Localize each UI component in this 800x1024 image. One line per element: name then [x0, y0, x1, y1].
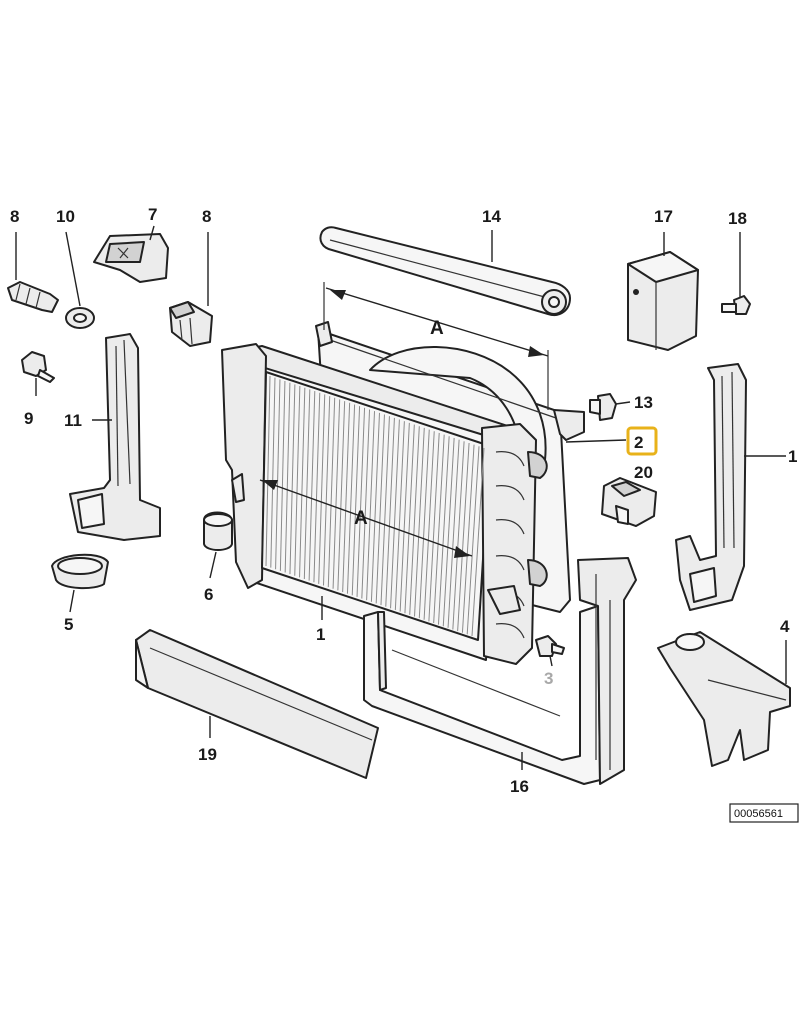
radiator-fin [461, 444, 475, 633]
part-20-holder[interactable] [601, 477, 657, 527]
callout-5[interactable]: 5 [64, 615, 73, 634]
callout-13[interactable]: 13 [634, 393, 653, 412]
callout-14[interactable]: 14 [482, 207, 501, 226]
callout-1[interactable]: 1 [316, 625, 325, 644]
part-1b-right-bracket[interactable] [675, 363, 747, 611]
part-7-clip[interactable] [93, 233, 169, 283]
radiator-fin [327, 397, 336, 588]
callout-2[interactable]: 2 [634, 433, 643, 452]
part-17-control-unit[interactable] [627, 251, 699, 351]
radiator-fin [265, 375, 271, 567]
callout-4[interactable]: 4 [780, 617, 790, 636]
radiator-core-fins [265, 375, 485, 637]
radiator-fin [414, 427, 425, 617]
radiator-fin [313, 392, 321, 583]
part-3-bolt[interactable] [535, 635, 565, 657]
radiator-fin [346, 404, 356, 594]
callout-1-right[interactable]: 1 [788, 447, 797, 466]
radiator-fin [452, 441, 465, 630]
radiator-fin [361, 409, 371, 599]
callout-10[interactable]: 9 [24, 409, 33, 428]
callout-19[interactable]: 19 [198, 745, 217, 764]
part-19-trim-strip[interactable] [135, 629, 379, 779]
radiator-fin [351, 406, 361, 596]
radiator-fin [385, 417, 395, 607]
radiator-fin [394, 421, 405, 610]
radiator-fin [356, 407, 366, 597]
radiator-fin [380, 416, 390, 606]
radiator-fin [289, 384, 296, 575]
radiator-fin [284, 382, 291, 573]
radiator-fin [332, 399, 341, 589]
callout-8[interactable]: 8 [202, 207, 211, 226]
radiator-fin [308, 391, 316, 581]
part-5-clamp[interactable] [51, 553, 109, 590]
callout-11[interactable]: 10 [56, 207, 75, 226]
callout-3[interactable]: 3 [544, 669, 553, 688]
callout-18[interactable]: 18 [728, 209, 747, 228]
radiator-fin [437, 436, 450, 625]
part-10-bolt[interactable] [21, 351, 55, 383]
part-12-left-bracket[interactable] [69, 333, 161, 541]
callout-16[interactable]: 16 [510, 777, 529, 796]
callout-6[interactable]: 6 [204, 585, 213, 604]
dimension-a-label-bottom: A [354, 508, 368, 529]
callout-12[interactable]: 11 [64, 411, 82, 430]
callout-labels: 8 10 7 8 9 11 5 6 1 19 16 14 17 18 13 20… [10, 205, 797, 796]
radiator-fin [366, 411, 376, 601]
radiator-fin [303, 389, 311, 580]
reference-number-box: 00056561 [729, 803, 799, 823]
radiator-fin [279, 381, 286, 571]
part-9-temperature-sensor[interactable] [7, 281, 59, 313]
radiator-fin [399, 422, 410, 612]
callout-7[interactable]: 7 [148, 205, 157, 224]
radiator-fin [466, 446, 480, 635]
callout-20[interactable]: 20 [634, 463, 653, 482]
radiator-fin [318, 394, 326, 584]
radiator-fin [275, 379, 281, 570]
part-14-seal-strip[interactable] [319, 226, 571, 316]
part-4-lower-right-bracket[interactable] [657, 631, 791, 767]
radiator-fin [390, 419, 400, 609]
radiator-fin [337, 401, 346, 591]
part-18-screw[interactable] [721, 295, 751, 315]
radiator-fin [409, 426, 420, 615]
dimension-a-label-top: A [430, 318, 444, 339]
radiator-fin [370, 412, 380, 602]
radiator-fin [375, 414, 385, 604]
radiator-fin [428, 432, 440, 622]
radiator-fin [447, 439, 460, 628]
radiator-fin [294, 386, 301, 576]
reference-number: 00056561 [734, 808, 783, 820]
radiator-fin [299, 387, 306, 578]
radiator-fin [342, 402, 351, 593]
dimension-a-bottom: A [259, 479, 473, 558]
callout-17[interactable]: 17 [654, 207, 673, 226]
radiator-fin [423, 431, 435, 620]
radiator-fin [322, 396, 331, 586]
part-6-rubber-mount[interactable] [203, 511, 233, 551]
radiator-fin [270, 377, 276, 568]
radiator-fin [404, 424, 415, 614]
radiator-fin [471, 447, 485, 637]
leader-lines [15, 225, 787, 770]
radiator-fin [418, 429, 430, 619]
radiator-fin [442, 437, 455, 627]
callout-9[interactable]: 8 [10, 207, 19, 226]
part-11-washer[interactable] [65, 307, 95, 329]
part-13-expanding-rivet[interactable] [589, 393, 617, 421]
radiator-fin [457, 442, 470, 632]
callout-2-highlighted[interactable]: 2 [626, 426, 658, 456]
part-16-lower-frame[interactable] [363, 557, 637, 785]
dimension-a-top: A [323, 282, 549, 410]
radiator-fin [433, 434, 445, 624]
part-8-rubber-block[interactable] [169, 301, 213, 347]
